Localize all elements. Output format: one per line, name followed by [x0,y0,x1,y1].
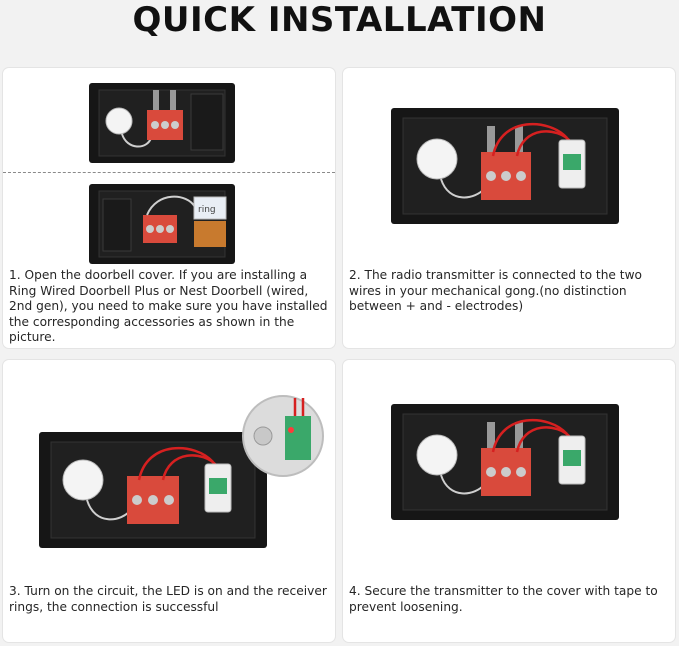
step-1-caption: 1. Open the doorbell cover. If you are i… [9,268,328,344]
step-2-caption: 2. The radio transmitter is connected to… [349,268,642,313]
step-3-panel: 3. Turn on the circuit, the LED is on an… [3,360,335,642]
page-title: QUICK INSTALLATION [132,0,547,40]
accessory-label: ring [198,205,216,215]
transmitter-wired-illustration [391,108,619,224]
led-zoom-inset [242,395,324,477]
step-4-caption: 4. Secure the transmitter to the cover w… [349,584,658,614]
step-2-panel: 2. The radio transmitter is connected to… [343,68,675,348]
step-3-caption: 3. Turn on the circuit, the LED is on an… [9,584,327,614]
step-1-panel: ring 1. Open the doorbell cover. If you … [3,68,335,348]
transmitter-secured-illustration [391,404,619,520]
circuit-on-illustration [39,432,267,548]
divider [3,172,335,173]
doorbell-open-illustration [89,83,235,163]
step-4-panel: 4. Secure the transmitter to the cover w… [343,360,675,642]
doorbell-accessory-illustration: ring [89,184,235,264]
